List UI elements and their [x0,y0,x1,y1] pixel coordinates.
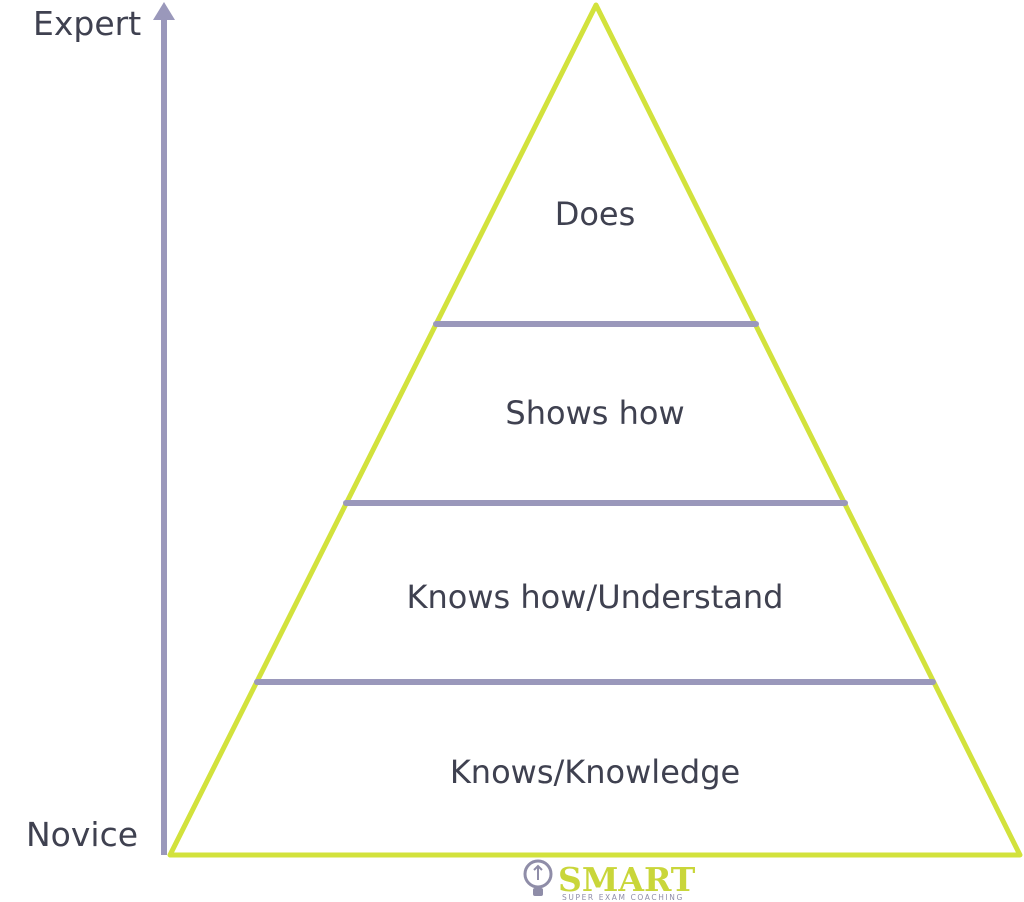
axis-arrowhead [153,2,175,20]
logo-tagline: SUPER EXAM COACHING [562,893,684,902]
pyramid: Does Shows how Knows how/Understand Know… [167,2,1023,858]
smart-logo: SMART SUPER EXAM COACHING [523,859,696,902]
logo-wordmark: SMART [558,860,696,899]
pyramid-outline [167,2,1023,858]
level-label-does: Does [555,195,636,233]
level-label-shows-how: Shows how [505,394,684,432]
lightbulb-icon [523,859,553,896]
level-label-knows: Knows/Knowledge [450,753,740,791]
level-label-knows-how: Knows how/Understand [407,578,784,616]
axis-bottom-label: Novice [26,815,138,854]
axis-top-label: Expert [33,4,141,43]
progression-axis: Expert Novice [26,2,175,855]
